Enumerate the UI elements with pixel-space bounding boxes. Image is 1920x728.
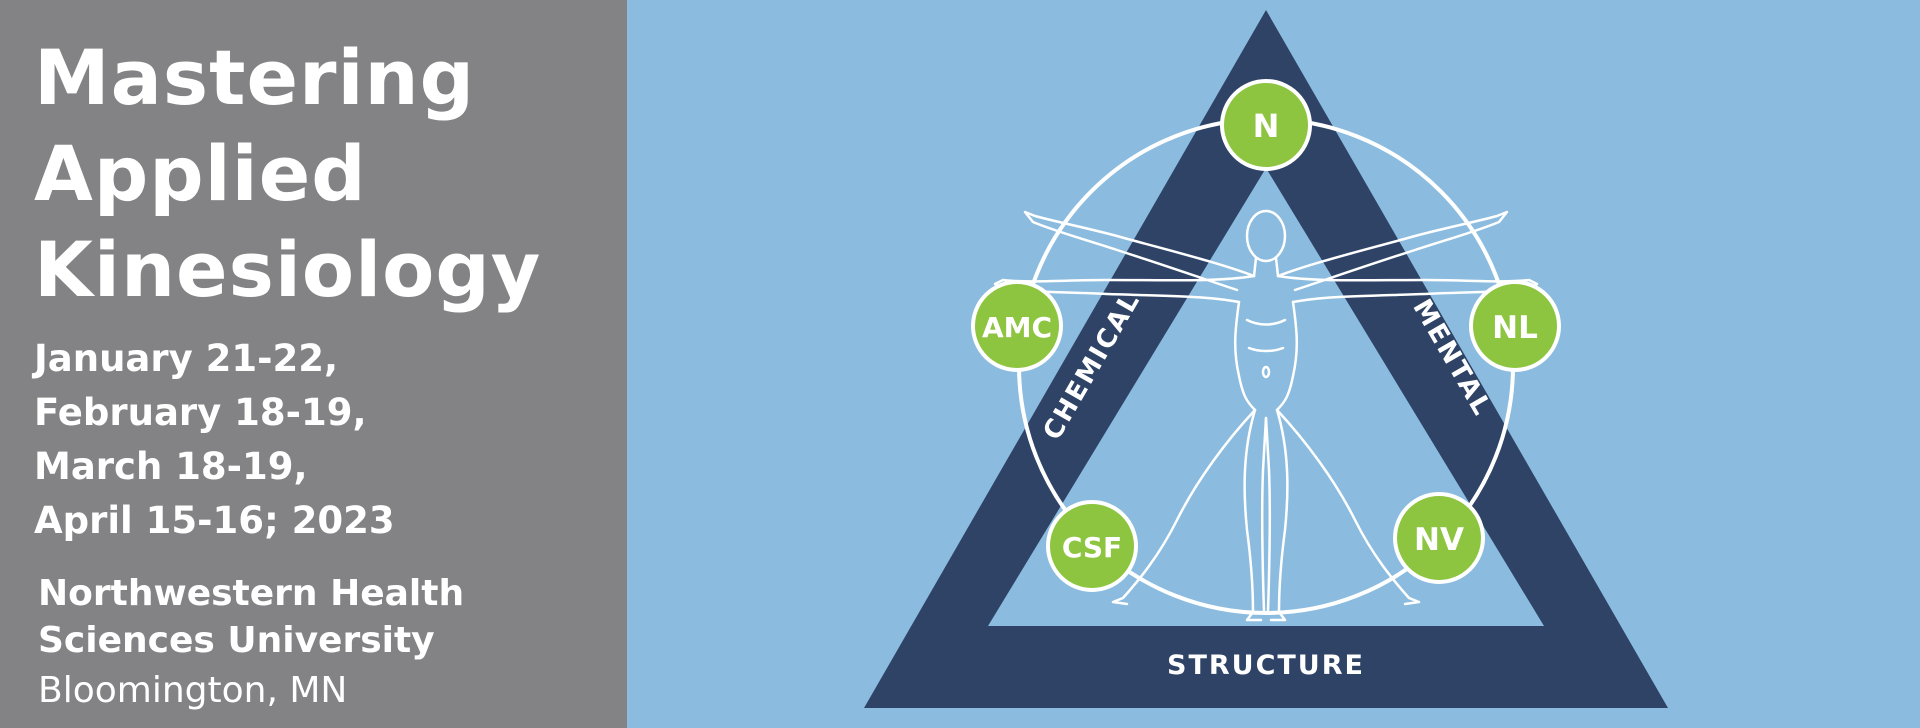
badge-nl: NL [1469, 280, 1561, 372]
badge-n: N [1220, 79, 1312, 171]
title-line: Applied [34, 129, 367, 218]
event-location: Bloomington, MN [38, 670, 348, 711]
badge-label: NL [1492, 310, 1538, 346]
event-info-panel: Mastering Applied Kinesiology January 21… [0, 0, 627, 728]
triad-diagram-panel: CHEMICAL MENTAL STRUCTURE N AMC NL CSF [627, 0, 1920, 728]
title-line: Kinesiology [34, 225, 542, 314]
event-venue: Northwestern Health Sciences University [34, 570, 627, 664]
title-line: Mastering [34, 33, 476, 122]
side-label-structure: STRUCTURE [1167, 650, 1365, 681]
venue-line: Northwestern Health [38, 573, 465, 614]
badge-label: N [1253, 107, 1280, 145]
badge-label: CSF [1062, 531, 1122, 564]
badge-amc: AMC [971, 280, 1063, 372]
date-line: March 18-19, [34, 445, 308, 488]
triad-of-health-diagram: CHEMICAL MENTAL STRUCTURE N AMC NL CSF [864, 10, 1668, 708]
date-line: January 21-22, [34, 337, 339, 380]
event-title: Mastering Applied Kinesiology [34, 30, 627, 318]
date-line: April 15-16; 2023 [34, 499, 395, 542]
vitruvian-figure-icon [993, 209, 1539, 622]
event-dates: January 21-22, February 18-19, March 18-… [34, 332, 627, 548]
venue-line: Sciences University [38, 620, 435, 661]
badge-nv: NV [1393, 492, 1485, 584]
badge-label: NV [1414, 522, 1464, 558]
badge-label: AMC [982, 311, 1052, 344]
badge-csf: CSF [1046, 500, 1138, 592]
date-line: February 18-19, [34, 391, 367, 434]
